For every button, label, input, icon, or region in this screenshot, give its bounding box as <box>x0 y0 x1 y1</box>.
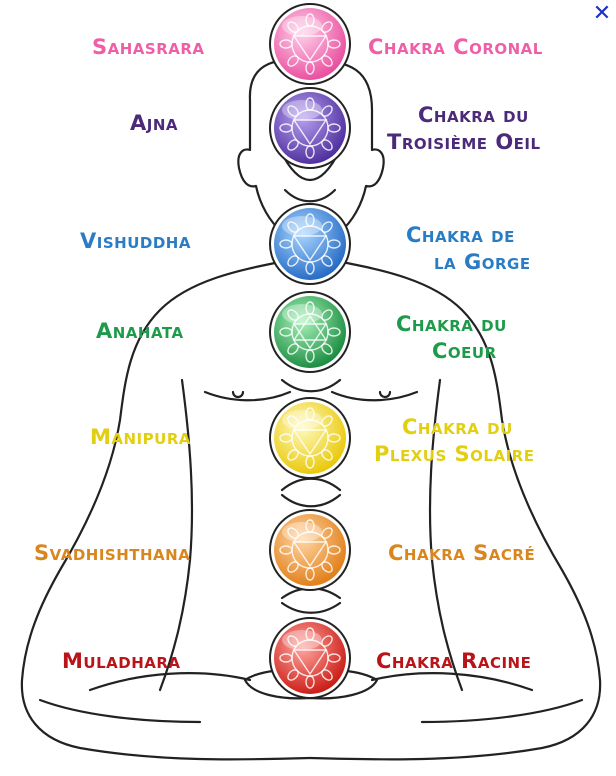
chakra-sanskrit-anahata: Anahata <box>96 319 184 343</box>
chakra-orb-muladhara <box>269 617 351 699</box>
chakra-sanskrit-vishuddha: Vishuddha <box>80 229 191 253</box>
chakra-symbol-ajna <box>279 97 341 159</box>
chakra-french-ajna-line2: Troisième Oeil <box>387 130 541 154</box>
body-outline <box>20 58 602 761</box>
chakra-french-vishuddha-line2: la Gorge <box>434 250 531 274</box>
chakra-french-anahata-line2: Coeur <box>432 339 497 363</box>
chakra-french-svadhishthana: Chakra Sacré <box>388 541 536 565</box>
chakra-symbol-manipura <box>279 407 341 469</box>
chakra-french-ajna-line1: Chakra du <box>418 103 529 127</box>
chakra-symbol-sahasrara <box>279 13 341 75</box>
chakra-symbol-anahata <box>279 301 341 363</box>
chakra-french-anahata-line1: Chakra du <box>396 312 507 336</box>
chakra-sanskrit-sahasrara: Sahasrara <box>92 35 205 59</box>
chakra-orb-anahata <box>269 291 351 373</box>
chakra-sanskrit-manipura: Manipura <box>90 425 191 449</box>
chakra-orb-manipura <box>269 397 351 479</box>
chakra-sanskrit-svadhishthana: Svadhishthana <box>34 541 191 565</box>
chakra-french-manipura-line1: Chakra du <box>402 415 513 439</box>
chakra-sanskrit-muladhara: Muladhara <box>62 649 181 673</box>
chakra-orbs <box>269 3 351 699</box>
chakra-orb-sahasrara <box>269 3 351 85</box>
chakra-sanskrit-ajna: Ajna <box>130 111 178 135</box>
chakra-french-manipura-line2: Plexus Solaire <box>374 442 535 466</box>
chakra-orb-ajna <box>269 87 351 169</box>
close-icon[interactable]: ✕ <box>592 1 612 26</box>
chakra-orb-svadhishthana <box>269 509 351 591</box>
chakra-french-muladhara: Chakra Racine <box>376 649 532 673</box>
chakra-french-vishuddha-line1: Chakra de <box>406 223 515 247</box>
chakra-orb-vishuddha <box>269 203 351 285</box>
chakra-symbol-muladhara <box>279 627 341 689</box>
chakra-french-sahasrara: Chakra Coronal <box>368 35 543 59</box>
chakra-symbol-vishuddha <box>279 213 341 275</box>
chakra-symbol-svadhishthana <box>279 519 341 581</box>
